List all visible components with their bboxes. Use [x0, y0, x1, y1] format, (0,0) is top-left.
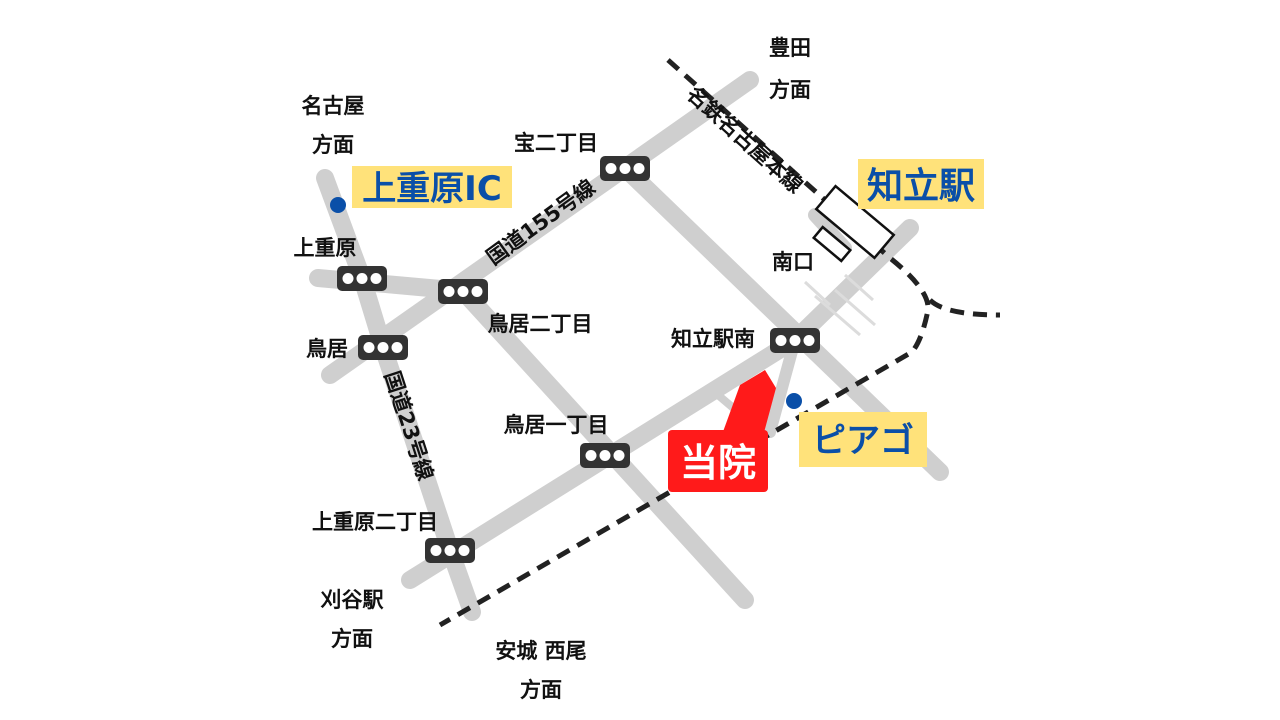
- traffic-light-icon: [438, 279, 488, 304]
- direction-kariya-2: 方面: [331, 627, 373, 651]
- direction-nagoya-1: 名古屋: [302, 94, 365, 118]
- road-spur: [764, 334, 801, 438]
- intersection-takara2: 宝二丁目: [514, 131, 598, 155]
- station-label-bg: [858, 159, 984, 209]
- intersection-torii: 鳥居: [306, 337, 348, 361]
- railway: [438, 58, 1001, 628]
- traffic-lights: [337, 156, 820, 563]
- direction-anjo-2: 方面: [520, 678, 562, 702]
- station-label: 知立駅: [867, 166, 975, 207]
- ic-label-bg: [352, 166, 512, 208]
- road-route155: [321, 71, 759, 384]
- clinic-marker[interactable]: 当院: [668, 370, 776, 492]
- intersection-kamishigehara2: 上重原二丁目: [312, 510, 438, 534]
- clinic-label: 当院: [680, 441, 756, 485]
- traffic-light-icon: [337, 266, 387, 291]
- ic-marker: [330, 197, 346, 213]
- crosswalk-lines: [803, 273, 876, 337]
- direction-toyota-2: 方面: [769, 78, 811, 102]
- station-building: [814, 184, 896, 260]
- direction-anjo-1: 安城 西尾: [495, 639, 586, 663]
- south-exit-label: 南口: [772, 250, 814, 274]
- traffic-light-icon: [425, 538, 475, 563]
- piago-label: ピアゴ: [812, 421, 914, 461]
- piago-label-bg: [799, 412, 927, 467]
- direction-nagoya-2: 方面: [312, 133, 354, 157]
- traffic-light-icon: [580, 443, 630, 468]
- traffic-light-icon: [600, 156, 650, 181]
- traffic-light-icon: [358, 335, 408, 360]
- traffic-light-icon: [770, 328, 820, 353]
- intersection-kamishigehara: 上重原: [294, 236, 357, 260]
- intersection-torii1: 鳥居一丁目: [504, 413, 609, 437]
- direction-toyota-1: 豊田: [769, 36, 811, 60]
- intersection-chiryu-minami: 知立駅南: [671, 327, 755, 351]
- station-south-exit-building: [811, 225, 853, 263]
- intersection-torii2: 鳥居二丁目: [488, 312, 593, 336]
- route23-label: 国道23号線: [380, 368, 438, 483]
- direction-kariya-1: 刈谷駅: [321, 588, 385, 612]
- piago-marker: [786, 393, 802, 409]
- ic-label: 上重原IC: [362, 169, 502, 209]
